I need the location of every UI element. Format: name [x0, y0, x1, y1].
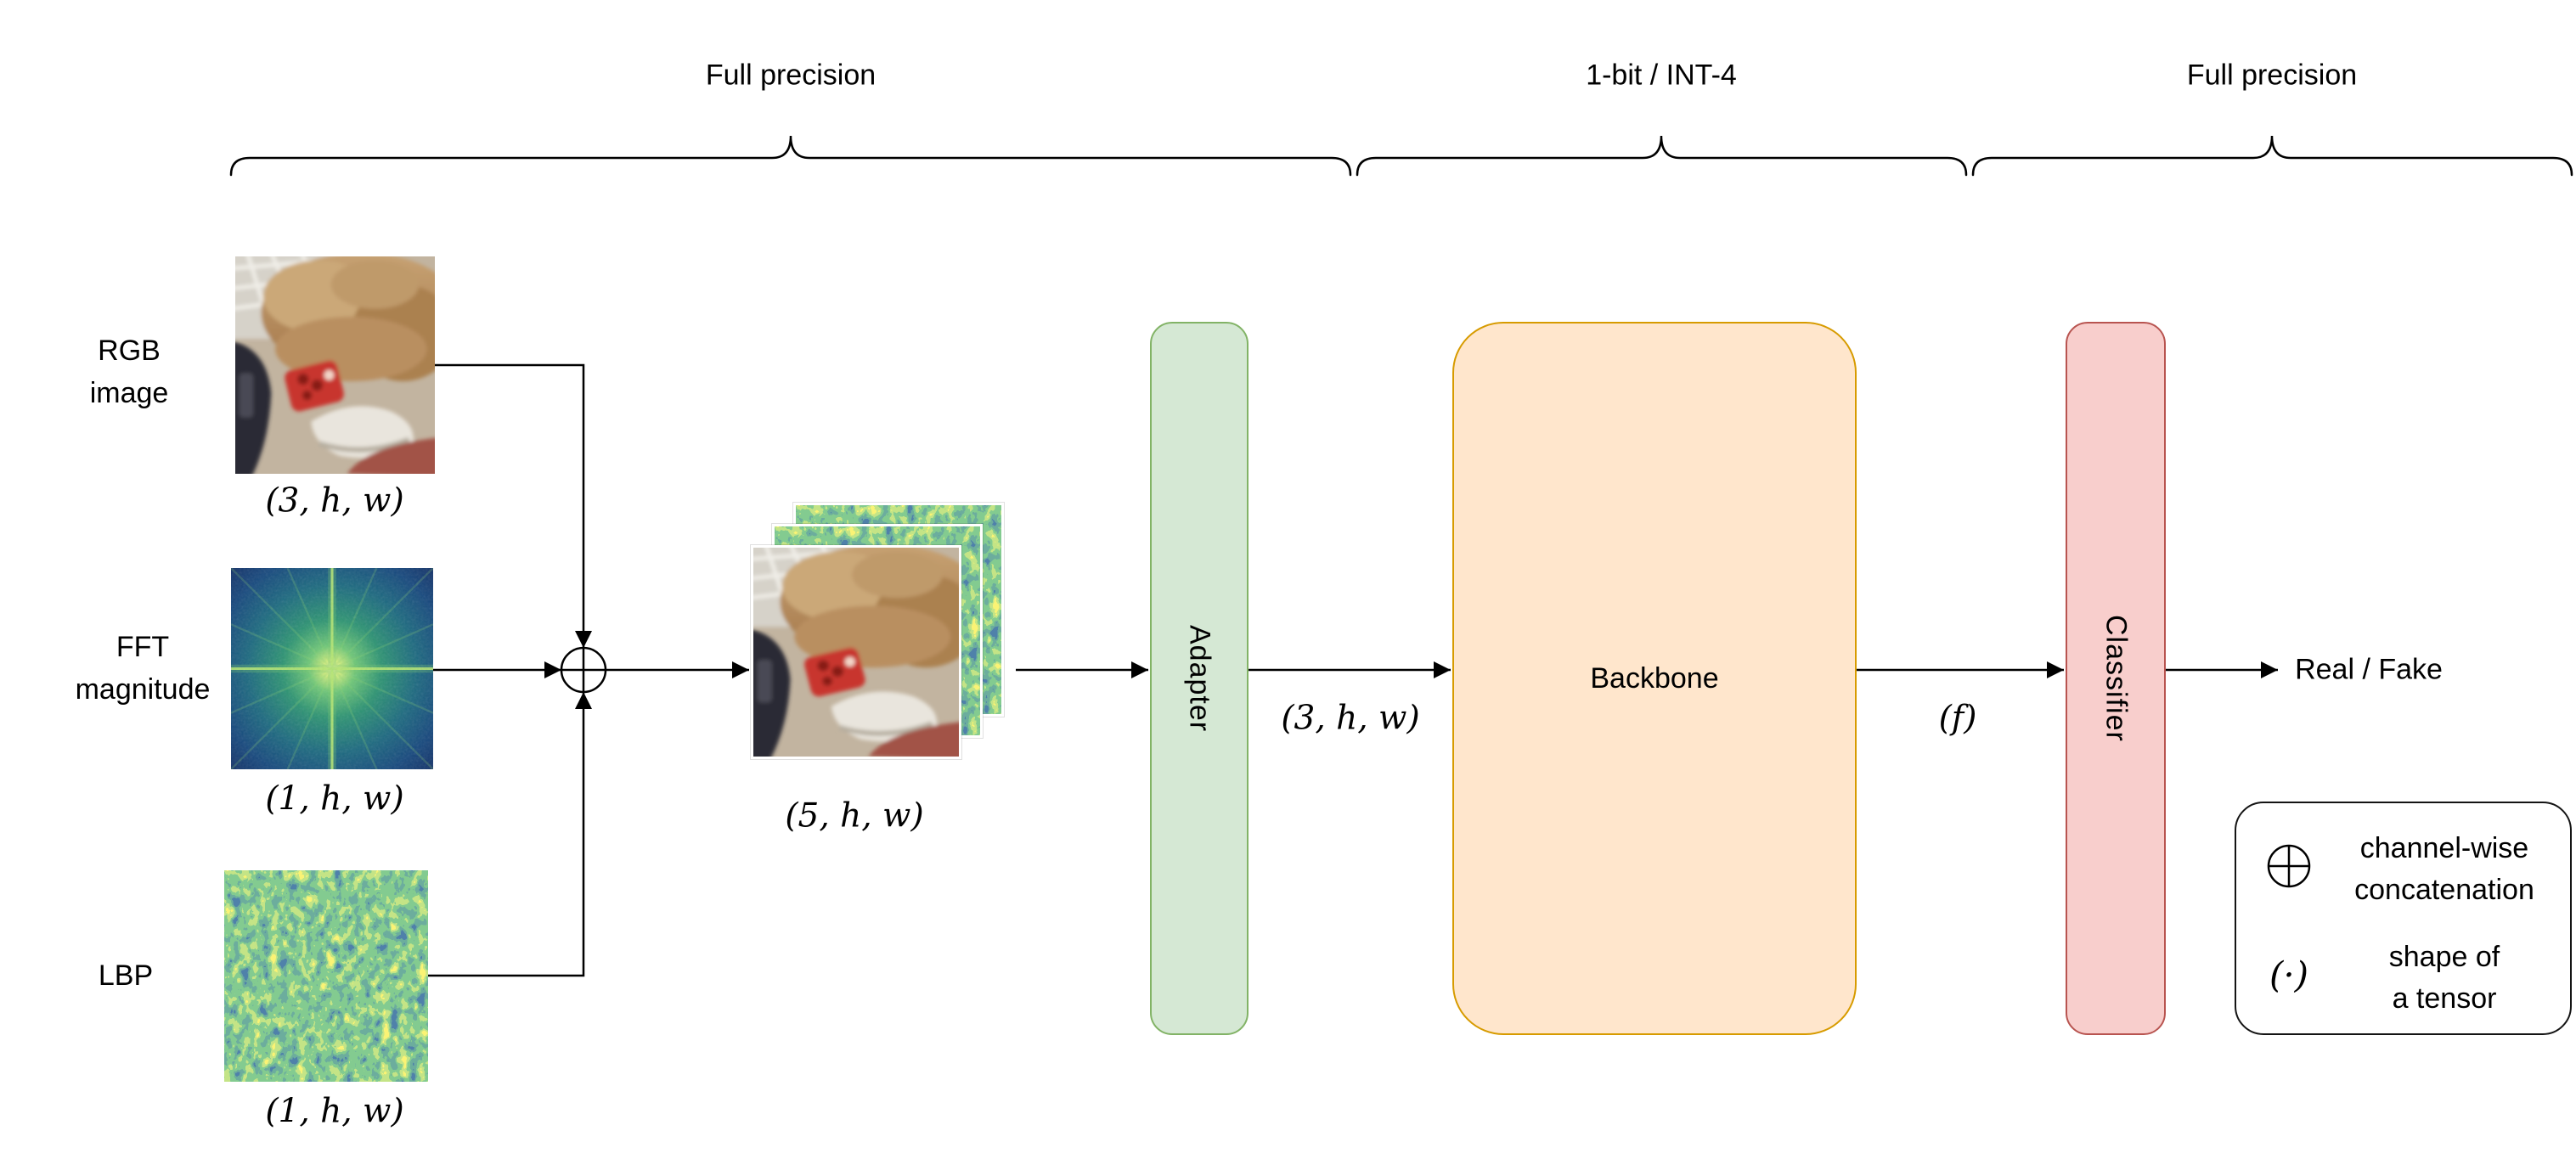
- legend-concat-text-line2: concatenation: [2354, 874, 2534, 906]
- classifier-label: Classifier: [2100, 615, 2133, 742]
- legend-shape-text-line2: a tensor: [2392, 982, 2497, 1015]
- lbp-texture-icon: [224, 870, 428, 1082]
- backbone-block: Backbone: [1452, 322, 1857, 1035]
- tensor-shape-symbol: (·): [2269, 954, 2309, 996]
- adapter-label: Adapter: [1183, 624, 1216, 733]
- legend-shape-text-line1: shape of: [2388, 941, 2500, 973]
- fft-magnitude-thumbnail: [231, 568, 433, 769]
- adapter-block: Adapter: [1150, 322, 1249, 1035]
- concat-circled-plus-icon: [560, 646, 607, 694]
- legend-concat-text-line1: channel-wise: [2359, 832, 2529, 864]
- edge-label-backbone-classifier: (f): [1938, 699, 1977, 738]
- input-label-fft: FFT magnitude: [76, 626, 211, 711]
- fft-spectrum-icon: [231, 568, 433, 769]
- backbone-label: Backbone: [1590, 661, 1719, 695]
- legend-box: channel-wise concatenation (·) shape of …: [2235, 802, 2572, 1035]
- edge-label-adapter-backbone: (3, h, w): [1281, 699, 1420, 738]
- arrow-lbp-to-concat: [428, 692, 592, 977]
- shape-label-rgb: (3, h, w): [265, 481, 404, 520]
- brace-full-precision-left: [229, 135, 1352, 177]
- precision-label-right: Full precision: [2186, 59, 2358, 92]
- classifier-block: Classifier: [2066, 322, 2166, 1035]
- input-label-rgb-line1: RGB: [98, 335, 161, 367]
- circled-plus-icon: [2267, 844, 2311, 888]
- precision-label-middle: 1-bit / INT-4: [1586, 59, 1737, 92]
- input-label-lbp: LBP: [99, 954, 153, 997]
- input-label-fft-line2: magnitude: [75, 673, 211, 706]
- input-label-rgb: RGB image: [90, 329, 169, 414]
- rgb-photo-icon: [753, 548, 959, 757]
- output-label: Real / Fake: [2295, 653, 2443, 686]
- brace-full-precision-right: [1971, 135, 2573, 177]
- lbp-thumbnail: [224, 870, 428, 1082]
- shape-label-lbp: (1, h, w): [265, 1092, 404, 1131]
- input-label-fft-line1: FFT: [116, 631, 170, 663]
- brace-1bit-int4: [1356, 135, 1968, 177]
- legend-concat-text: channel-wise concatenation: [2354, 828, 2534, 911]
- rgb-photo-icon: [235, 256, 435, 474]
- shape-label-stack: (5, h, w): [785, 796, 924, 835]
- input-label-rgb-line2: image: [89, 377, 169, 409]
- stack-image-front: [751, 545, 961, 759]
- shape-label-fft: (1, h, w): [265, 779, 404, 819]
- input-label-lbp-line1: LBP: [98, 959, 154, 992]
- legend-shape-text: shape of a tensor: [2389, 937, 2500, 1020]
- arrow-rgb-to-concat: [435, 363, 592, 648]
- rgb-image-thumbnail: [235, 256, 435, 474]
- precision-label-left: Full precision: [705, 59, 877, 92]
